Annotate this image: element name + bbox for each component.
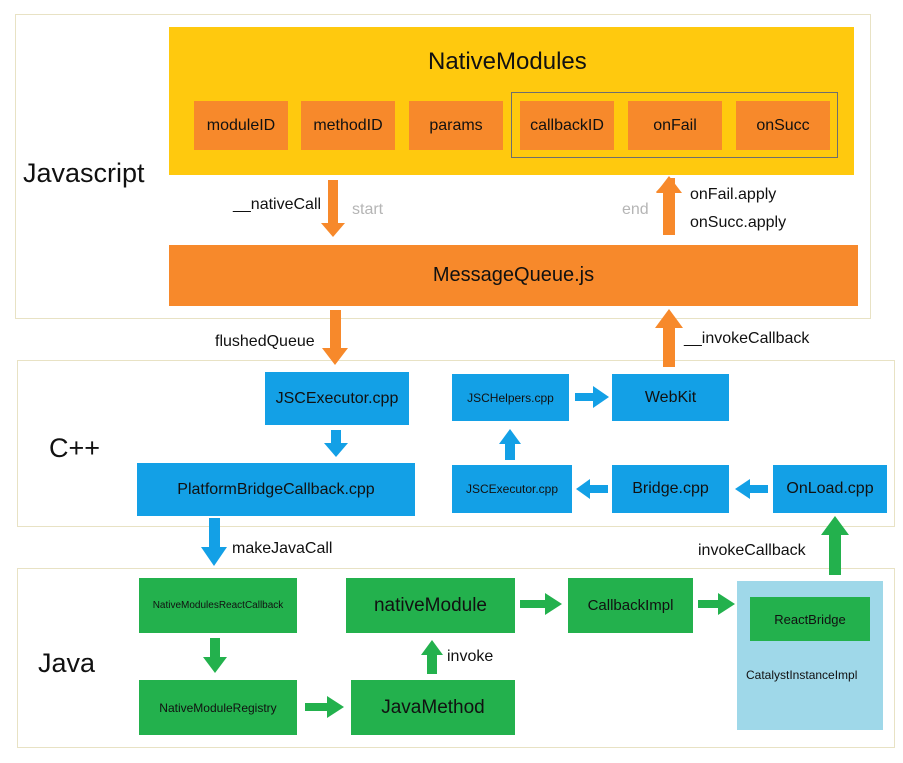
native-call-arrow <box>321 180 345 237</box>
native-module-to-callback-impl-arrow <box>520 593 562 615</box>
native-module-box: nativeModule <box>346 578 515 633</box>
make-java-call-arrow <box>201 518 227 566</box>
onload-cpp-box: OnLoad.cpp <box>773 465 887 513</box>
javascript-layer-label: Javascript <box>23 158 145 188</box>
cpp-layer-label: C++ <box>49 433 101 463</box>
native-module-registry-box: NativeModuleRegistry <box>139 680 297 735</box>
react-bridge-box: ReactBridge <box>750 597 870 641</box>
native-modules-title: NativeModules <box>428 48 587 75</box>
invoke-callback-label: invokeCallback <box>698 542 806 559</box>
start-label: start <box>352 201 384 218</box>
jsc-helpers-to-webkit-arrow <box>575 386 609 408</box>
native-call-label: __nativeCall <box>233 196 322 213</box>
bridge-to-jsc-executor-arrow <box>576 479 608 499</box>
message-queue-box: MessageQueue.js <box>169 245 858 306</box>
field-on-succ: onSucc <box>736 101 830 150</box>
react-callback-to-registry-arrow <box>203 638 227 673</box>
bridge-cpp-box: Bridge.cpp <box>612 465 729 513</box>
on-fail-apply-label: onFail.apply <box>690 186 777 203</box>
platform-bridge-callback-box: PlatformBridgeCallback.cpp <box>137 463 415 516</box>
invoke-callback-top-label: __invokeCallback <box>684 330 810 347</box>
java-layer-label: Java <box>38 648 96 678</box>
registry-to-java-method-arrow <box>305 696 344 718</box>
jsc-helpers-box: JSCHelpers.cpp <box>452 374 569 421</box>
webkit-box: WebKit <box>612 374 729 421</box>
callback-impl-box: CallbackImpl <box>568 578 693 633</box>
callback-group-border <box>511 92 838 158</box>
invoke-label: invoke <box>447 648 494 665</box>
onload-to-bridge-arrow <box>735 479 768 499</box>
field-method-id: methodID <box>301 101 395 150</box>
jsc-executor-bottom-box: JSCExecutor.cpp <box>452 465 572 513</box>
flushed-queue-arrow <box>322 310 348 365</box>
callback-impl-to-react-bridge-arrow <box>698 593 735 615</box>
catalyst-instance-impl-label: CatalystInstanceImpl <box>746 668 858 682</box>
flushed-queue-label: flushedQueue <box>215 333 315 350</box>
end-label: end <box>622 201 649 218</box>
on-succ-apply-label: onSucc.apply <box>690 214 787 231</box>
java-method-box: JavaMethod <box>351 680 515 735</box>
jsc-executor-to-platform-arrow <box>324 430 348 457</box>
field-params: params <box>409 101 503 150</box>
jsc-executor-top-box: JSCExecutor.cpp <box>265 372 409 425</box>
field-module-id: moduleID <box>194 101 288 150</box>
make-java-call-label: makeJavaCall <box>232 540 333 557</box>
java-method-to-native-module-arrow <box>421 640 443 674</box>
native-modules-react-callback-box: NativeModulesReactCallback <box>139 578 297 633</box>
invoke-callback-top-arrow <box>663 325 675 367</box>
invoke-callback-arrow <box>829 533 841 575</box>
jsc-executor-to-jsc-helpers-arrow <box>499 429 521 460</box>
field-on-fail: onFail <box>628 101 722 150</box>
field-callback-id: callbackID <box>520 101 614 150</box>
